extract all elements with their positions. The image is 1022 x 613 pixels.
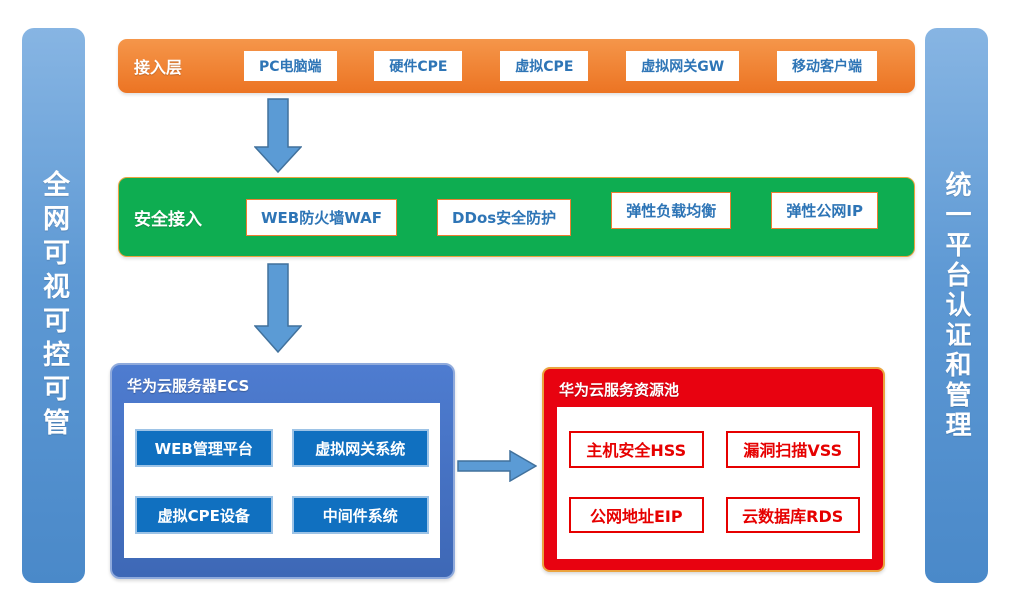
node-hardware-cpe: 硬件CPE: [374, 51, 463, 81]
resource-pool-inner-panel: 主机安全HSS 漏洞扫描VSS 公网地址EIP 云数据库RDS: [557, 407, 872, 559]
node-cloud-database-rds: 云数据库RDS: [725, 496, 860, 533]
secure-access-items: WEB防火墙WAF DDos安全防护 弹性负载均衡 弹性公网IP: [246, 191, 878, 236]
node-elastic-load-balance: 弹性负载均衡: [611, 191, 732, 229]
left-banner-label: 全网可视可控可管: [38, 169, 69, 442]
node-waf: WEB防火墙WAF: [246, 198, 397, 236]
right-banner-label: 统一平台认证和管理: [941, 170, 971, 441]
ecs-box: 华为云服务器ECS WEB管理平台 虚拟网关系统 虚拟CPE设备 中间件系统: [110, 363, 455, 579]
node-mobile-client: 移动客户端: [776, 51, 877, 81]
node-pc-client: PC电脑端: [244, 51, 337, 81]
secure-access-title: 安全接入: [134, 209, 202, 230]
right-arrow-icon: [457, 450, 537, 482]
node-middleware-system: 中间件系统: [291, 496, 429, 534]
access-layer-items: PC电脑端 硬件CPE 虚拟CPE 虚拟网关GW 移动客户端: [244, 51, 877, 81]
node-web-management-platform: WEB管理平台: [135, 429, 273, 467]
node-vulnerability-scan-vss: 漏洞扫描VSS: [725, 431, 860, 468]
node-virtual-gateway-system: 虚拟网关系统: [291, 429, 429, 467]
left-banner: 全网可视可控可管: [22, 28, 85, 583]
down-arrow-icon: [254, 98, 302, 174]
node-host-security-hss: 主机安全HSS: [569, 431, 704, 468]
access-layer-title: 接入层: [134, 58, 183, 77]
ecs-box-title: 华为云服务器ECS: [127, 377, 250, 395]
right-banner: 统一平台认证和管理: [925, 28, 988, 583]
down-arrow-icon: [254, 263, 302, 354]
node-ddos-protection: DDos安全防护: [437, 198, 572, 236]
access-layer-bar: 接入层 PC电脑端 硬件CPE 虚拟CPE 虚拟网关GW 移动客户端: [118, 39, 915, 93]
resource-pool-box: 华为云服务资源池 主机安全HSS 漏洞扫描VSS 公网地址EIP 云数据库RDS: [542, 367, 885, 572]
ecs-inner-panel: WEB管理平台 虚拟网关系统 虚拟CPE设备 中间件系统: [124, 403, 440, 558]
node-elastic-public-ip: 弹性公网IP: [771, 191, 878, 229]
node-public-address-eip: 公网地址EIP: [569, 496, 704, 533]
node-virtual-cpe-device: 虚拟CPE设备: [135, 496, 273, 534]
resource-pool-title: 华为云服务资源池: [559, 381, 680, 399]
node-virtual-gateway-gw: 虚拟网关GW: [626, 51, 740, 81]
secure-access-bar: 安全接入 WEB防火墙WAF DDos安全防护 弹性负载均衡 弹性公网IP: [118, 177, 915, 257]
node-virtual-cpe: 虚拟CPE: [500, 51, 589, 81]
